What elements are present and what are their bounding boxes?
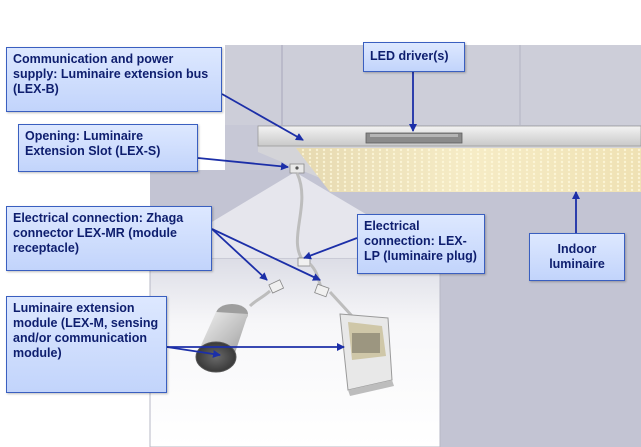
callout-lex-lp: Electrical connection: LEX-LP (luminaire… [357, 214, 485, 274]
extension-slot [289, 163, 306, 263]
leader-arrows [166, 72, 580, 358]
callout-lex-m: Luminaire extension module (LEX-M, sensi… [6, 296, 167, 393]
arrow-lex-m-1 [166, 346, 221, 358]
arrow-lex-s [197, 157, 289, 171]
callout-led-driver: LED driver(s) [363, 42, 465, 72]
callout-lex-b: Communication and power supply: Luminair… [6, 47, 222, 112]
led-driver-box [365, 132, 463, 144]
cylinder-module [195, 304, 248, 373]
callout-indoor-luminaire: Indoor luminaire [529, 233, 625, 281]
rectangular-module [328, 290, 394, 396]
callout-lex-s: Opening: Luminaire Extension Slot (LEX-S… [18, 124, 198, 172]
room-opening [149, 172, 441, 447]
arrow-lex-mr-1 [211, 228, 268, 281]
lex-mr-connector [248, 279, 285, 308]
arrow-lex-mr-2 [211, 228, 321, 281]
arrow-lex-b [221, 93, 304, 141]
luminaire-body [257, 125, 641, 192]
callout-lex-mr: Electrical connection: Zhaga connector L… [6, 206, 212, 271]
arrow-lex-lp [303, 237, 358, 260]
